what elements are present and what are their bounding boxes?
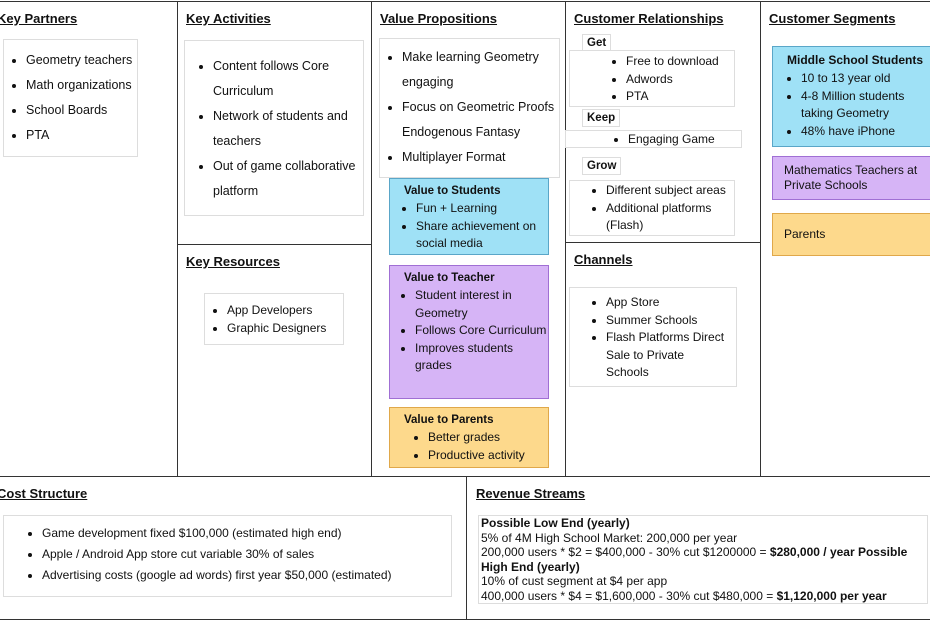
list-item: Engaging Game xyxy=(628,131,741,149)
revenue-streams-text: Possible Low End (yearly) 5% of 4M High … xyxy=(478,515,928,604)
revenue-streams-title: Revenue Streams xyxy=(476,486,586,501)
list-item: Game development fixed $100,000 (estimat… xyxy=(42,523,451,544)
grow-list: Different subject areasAdditional platfo… xyxy=(569,180,735,236)
value-to-students-card: Value to Students Fun + LearningShare ac… xyxy=(389,178,549,255)
cost-structure-list: Game development fixed $100,000 (estimat… xyxy=(3,515,452,597)
list-item: Math organizations xyxy=(26,73,137,98)
list-item: Free to download xyxy=(626,53,734,71)
list-item: Additional platforms (Flash) xyxy=(606,200,730,235)
list-item: App Store xyxy=(606,294,730,312)
list-item: Different subject areas xyxy=(606,182,730,200)
get-label: Get xyxy=(582,34,612,52)
customer-relationships-title: Customer Relationships xyxy=(574,11,724,26)
divider xyxy=(466,476,467,619)
list-item: Summer Schools xyxy=(606,312,730,330)
high-end-result: $1,120,000 per year xyxy=(776,588,887,603)
list-item: Network of students and teachers xyxy=(213,104,359,154)
list-item: Geometry teachers xyxy=(26,48,137,73)
divider xyxy=(760,1,761,476)
low-end-title: Possible Low End (yearly) xyxy=(481,516,630,530)
keep-label: Keep xyxy=(582,109,621,127)
card-title: Value to Teacher xyxy=(404,272,495,284)
key-activities-list: Content follows Core CurriculumNetwork o… xyxy=(184,40,364,216)
segment-label: Mathematics Teachers at Private Schools xyxy=(784,163,918,192)
list-item: Graphic Designers xyxy=(227,320,343,338)
list-item: Share achievement on social media xyxy=(416,218,548,253)
list-item: PTA xyxy=(626,88,734,106)
list-item: 48% have iPhone xyxy=(801,123,930,141)
divider xyxy=(371,1,372,476)
value-to-teacher-card: Value to Teacher Student interest in Geo… xyxy=(389,265,549,399)
divider xyxy=(177,244,371,245)
list-item: App Developers xyxy=(227,302,343,320)
low-end-calc: 200,000 users * $2 = $400,000 - 30% cut … xyxy=(481,545,770,559)
list-item: Apple / Android App store cut variable 3… xyxy=(42,544,451,565)
keep-list: Engaging Game xyxy=(565,130,742,148)
list-item: Focus on Geometric Proofs Endogenous Fan… xyxy=(402,95,559,145)
divider xyxy=(565,242,760,243)
list-item: Student interest in Geometry xyxy=(415,287,548,322)
key-resources-title: Key Resources xyxy=(186,254,280,269)
low-end-result: $280,000 / year xyxy=(769,545,855,559)
list-item: Multiplayer Format xyxy=(402,145,559,170)
list-item: Content follows Core Curriculum xyxy=(213,54,359,104)
divider xyxy=(0,476,930,477)
high-end-line: 10% of cust segment at $4 per app xyxy=(481,574,668,588)
channels-title: Channels xyxy=(574,252,633,267)
list-item: Out of game collaborative platform xyxy=(213,154,359,204)
list-item: Flash Platforms Direct Sale to Private S… xyxy=(606,329,730,382)
card-title: Middle School Students xyxy=(787,53,924,67)
list-item: Fun + Learning xyxy=(416,200,548,218)
list-item: Productive activity xyxy=(428,447,548,465)
high-end-title: Possible High End (yearly) xyxy=(481,545,908,574)
list-item: Better grades xyxy=(428,429,548,447)
list-item: School Boards xyxy=(26,98,137,123)
grow-label: Grow xyxy=(582,157,622,175)
key-partners-title: Key Partners xyxy=(0,11,78,26)
divider xyxy=(0,1,930,2)
segment-label: Parents xyxy=(784,227,826,241)
customer-segments-title: Customer Segments xyxy=(769,11,896,26)
key-activities-title: Key Activities xyxy=(186,11,271,26)
list-item: PTA xyxy=(26,123,137,148)
list-item: Make learning Geometry engaging xyxy=(402,45,559,95)
middle-school-students-card: Middle School Students 10 to 13 year old… xyxy=(772,46,930,147)
value-propositions-title: Value Propositions xyxy=(380,11,498,26)
card-title: Value to Parents xyxy=(404,414,494,426)
divider xyxy=(565,1,566,476)
list-item: Follows Core Curriculum xyxy=(415,322,548,340)
math-teachers-card: Mathematics Teachers at Private Schools xyxy=(772,156,930,200)
key-partners-list: Geometry teachersMath organizationsSchoo… xyxy=(3,39,138,157)
low-end-line: 5% of 4M High School Market: 200,000 per… xyxy=(481,530,738,545)
divider xyxy=(177,1,178,476)
value-propositions-list: Make learning Geometry engagingFocus on … xyxy=(379,38,560,178)
list-item: Adwords xyxy=(626,71,734,89)
channels-list: App StoreSummer SchoolsFlash Platforms D… xyxy=(569,287,737,387)
cost-structure-title: Cost Structure xyxy=(0,486,88,501)
list-item: 10 to 13 year old xyxy=(801,70,930,88)
parents-card: Parents xyxy=(772,213,930,256)
key-resources-list: App DevelopersGraphic Designers xyxy=(204,293,344,345)
high-end-calc: 400,000 users * $4 = $1,600,000 - 30% cu… xyxy=(481,588,777,603)
list-item: 4-8 Million students taking Geometry xyxy=(801,88,930,123)
card-title: Value to Students xyxy=(404,185,501,197)
list-item: Advertising costs (google ad words) firs… xyxy=(42,565,451,586)
value-to-parents-card: Value to Parents Better gradesProductive… xyxy=(389,407,549,468)
get-list: Free to downloadAdwordsPTA xyxy=(569,50,735,107)
list-item: Improves students grades xyxy=(415,340,548,375)
